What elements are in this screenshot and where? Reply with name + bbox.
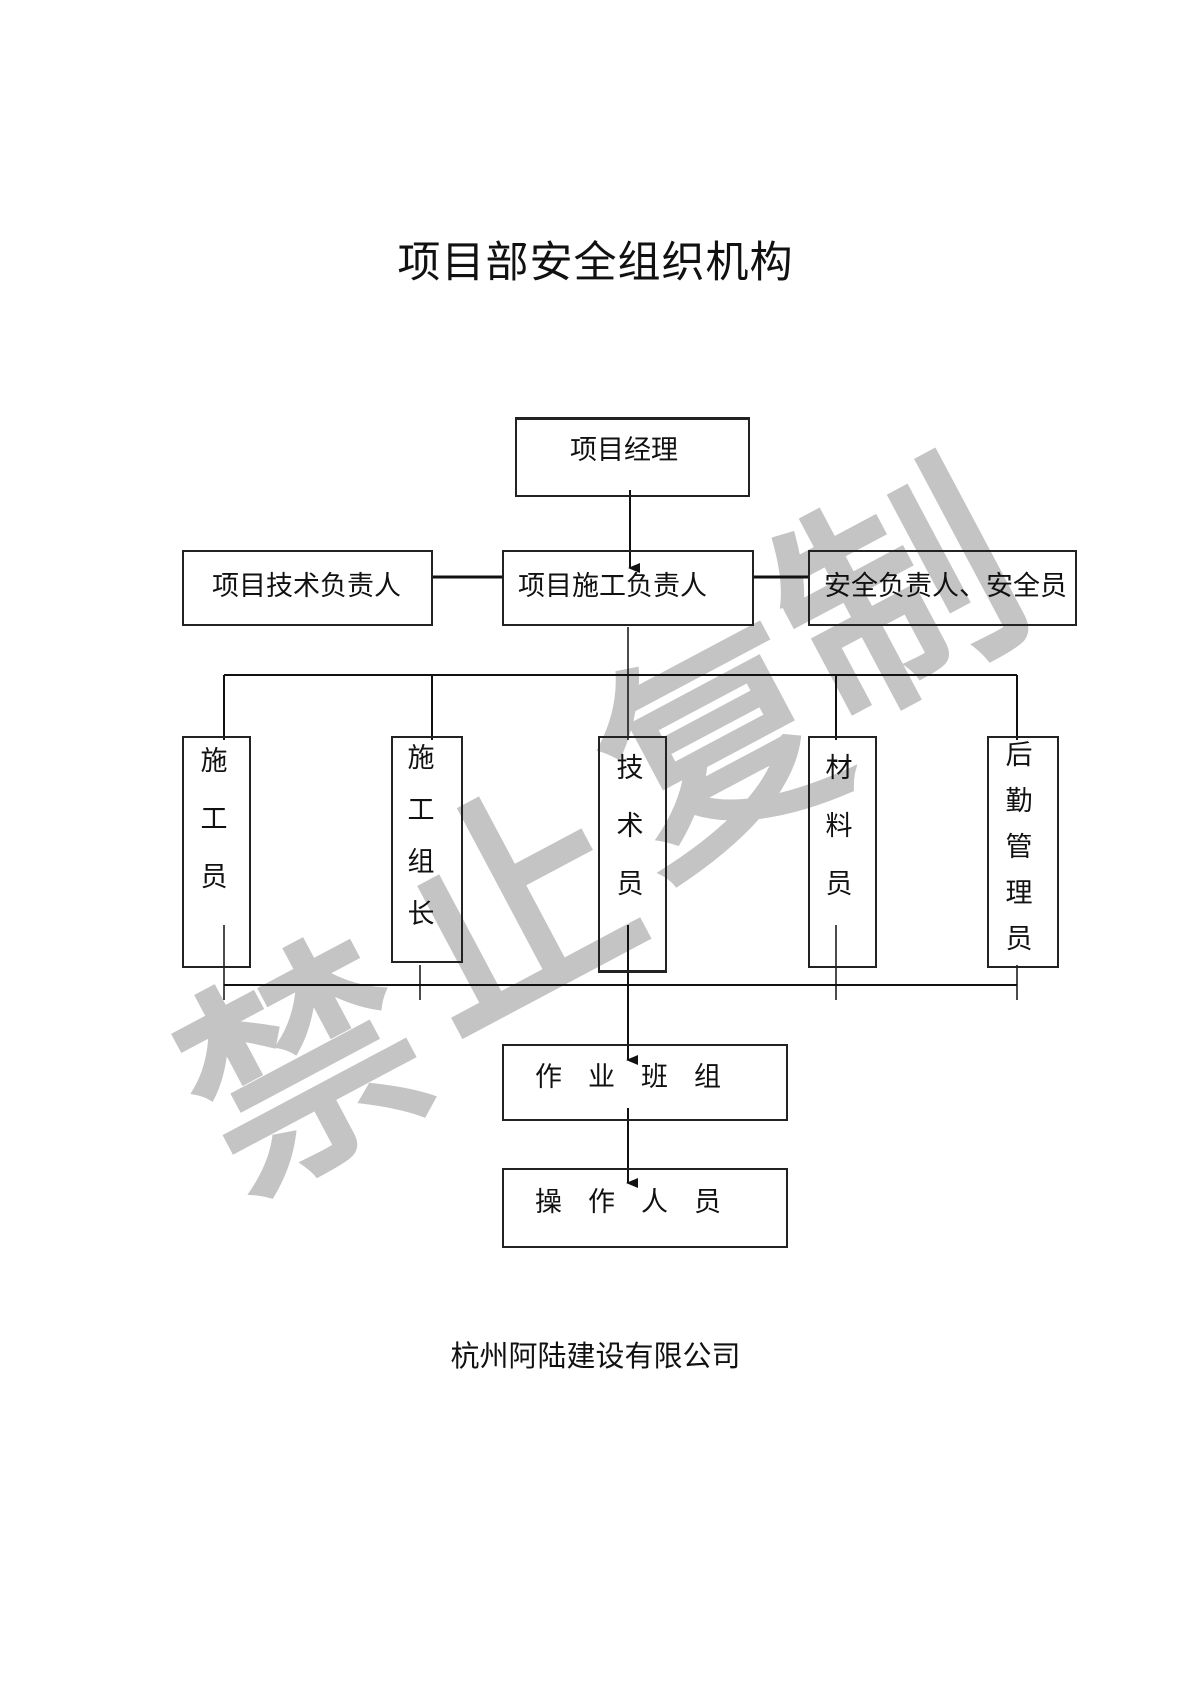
manager-box <box>515 417 750 497</box>
material-char: 材 <box>825 753 853 784</box>
company-name: 杭州阿陆建设有限公司 <box>450 1339 741 1373</box>
manager-label: 项目经理 <box>570 435 678 466</box>
material-char: 员 <box>825 869 853 900</box>
safety-lead-label: 安全负责人、安全员 <box>824 571 1067 602</box>
operators-box <box>502 1168 788 1248</box>
constructor-char: 工 <box>200 804 228 835</box>
material-label: 材 料 员 <box>819 740 859 914</box>
team-leader-label: 施 工 组 长 <box>401 733 441 941</box>
construction-lead-label: 项目施工负责人 <box>518 571 707 602</box>
construction-lead-box <box>502 550 754 626</box>
logistics-label: 后 勤 管 理 员 <box>999 733 1039 963</box>
constructor-box <box>182 736 251 968</box>
team-leader-char: 长 <box>407 899 435 930</box>
logistics-char: 理 <box>1005 878 1033 909</box>
safety-lead-box <box>808 550 1077 626</box>
technician-char: 术 <box>616 811 644 842</box>
logistics-char: 勤 <box>1005 786 1033 817</box>
logistics-char: 后 <box>1005 740 1033 771</box>
logistics-box <box>987 736 1059 968</box>
team-leader-char: 工 <box>407 795 435 826</box>
team-leader-char: 施 <box>407 743 435 774</box>
work-team-box <box>502 1044 788 1121</box>
constructor-char: 员 <box>200 862 228 893</box>
tech-lead-label: 项目技术负责人 <box>212 571 401 602</box>
operators-label: 操作人员 <box>535 1187 747 1218</box>
constructor-label: 施 工 员 <box>194 733 234 907</box>
tech-lead-box <box>182 550 433 626</box>
logistics-char: 管 <box>1005 832 1033 863</box>
technician-char: 技 <box>616 753 644 784</box>
technician-label: 技 术 员 <box>610 740 650 914</box>
logistics-char: 员 <box>1005 924 1033 955</box>
material-box <box>808 736 877 968</box>
material-char: 料 <box>825 811 853 842</box>
technician-box <box>598 736 667 973</box>
technician-char: 员 <box>616 869 644 900</box>
page-title: 项目部安全组织机构 <box>397 238 794 288</box>
team-leader-char: 组 <box>407 847 435 878</box>
team-leader-box <box>391 736 463 963</box>
constructor-char: 施 <box>200 746 228 777</box>
work-team-label: 作业班组 <box>535 1062 747 1093</box>
